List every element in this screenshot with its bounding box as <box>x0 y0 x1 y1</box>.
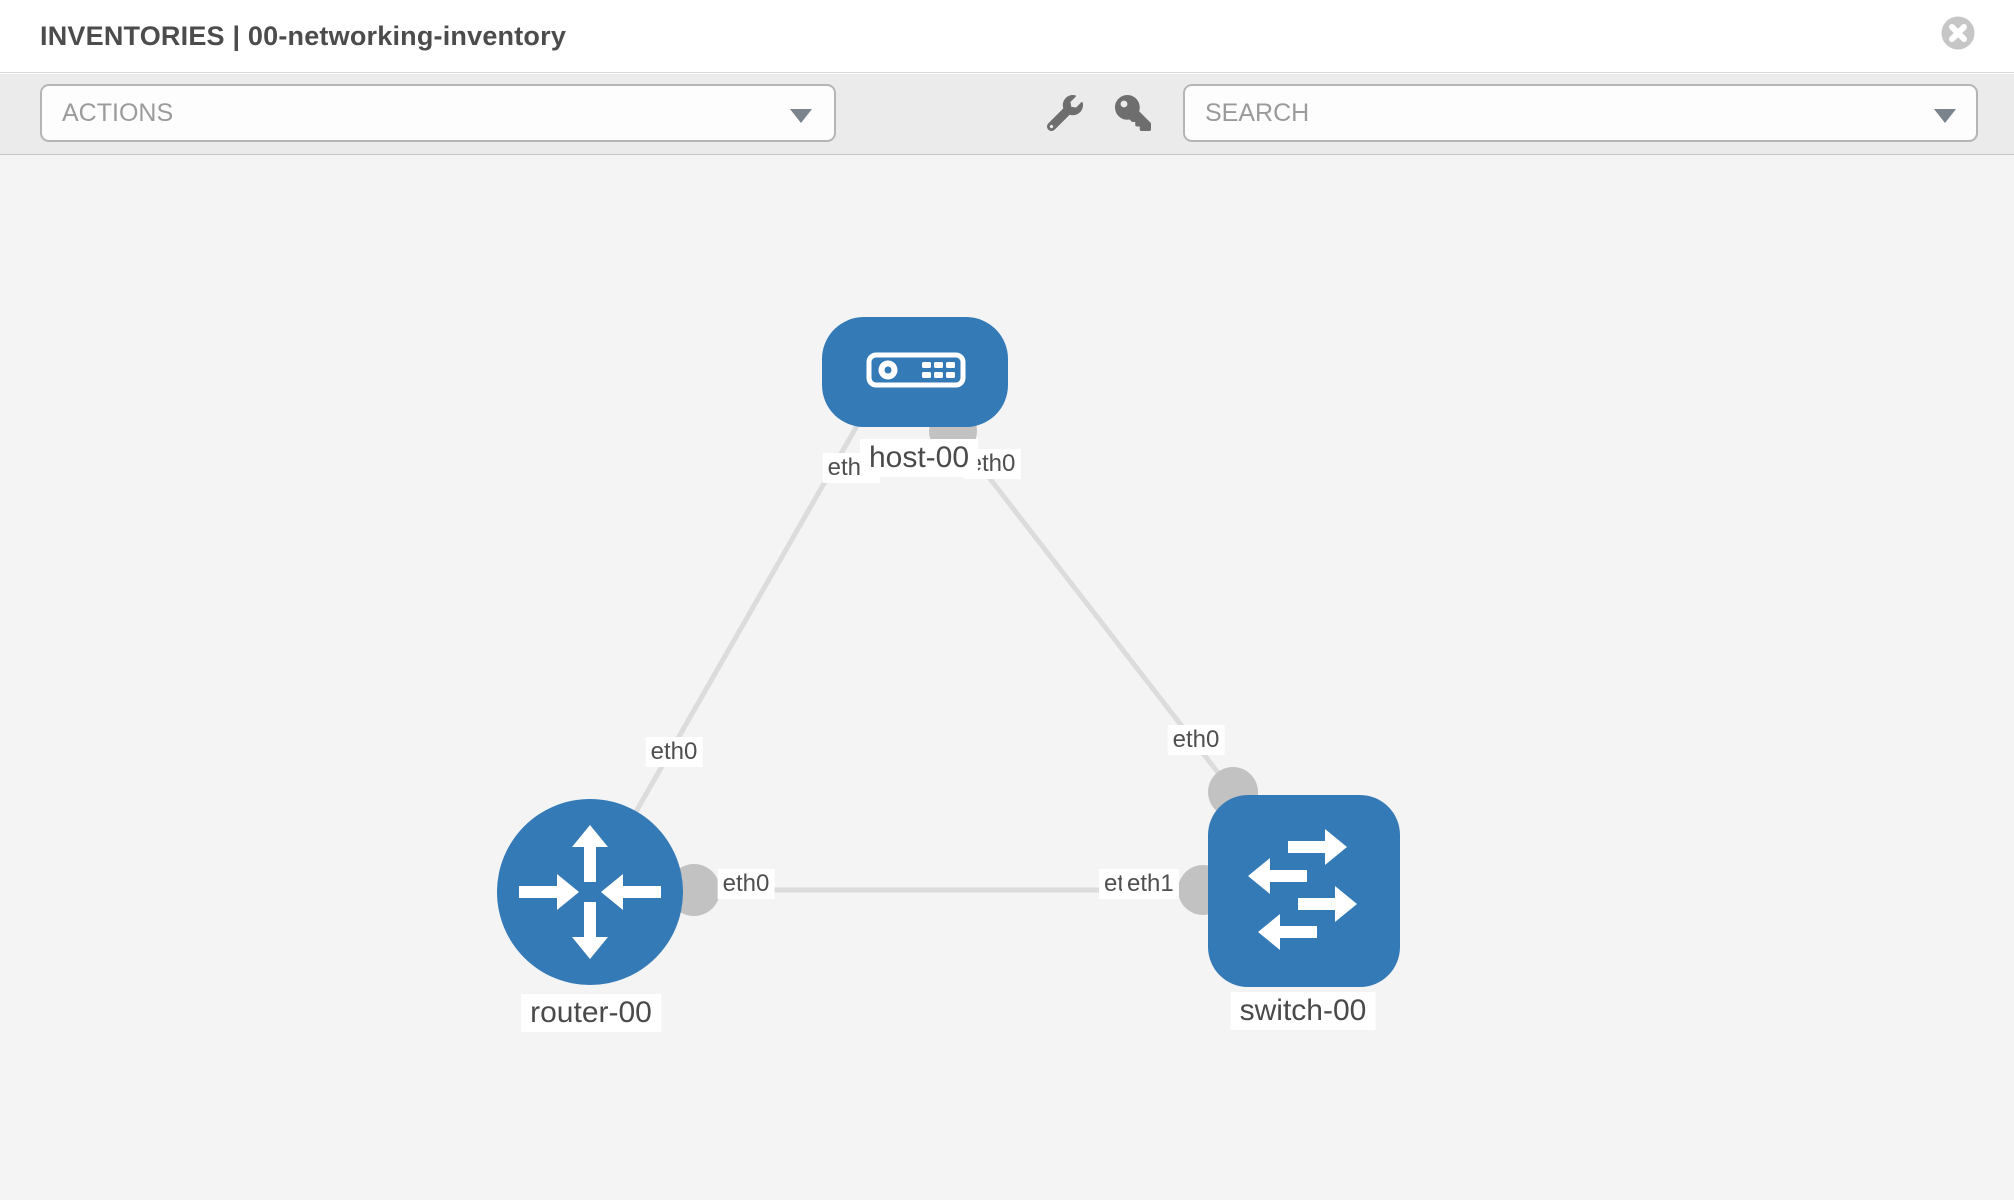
toolbar: ACTIONS SEARCH <box>0 74 2014 155</box>
router-icon <box>519 825 661 959</box>
iface-label: eth0 <box>1167 725 1225 755</box>
node-label-router: router-00 <box>521 994 661 1032</box>
host-icon <box>866 352 966 388</box>
node-switch-00[interactable] <box>1208 795 1400 987</box>
iface-label: eth0 <box>717 869 775 899</box>
page-title: INVENTORIES | 00-networking-inventory <box>40 21 567 51</box>
search-dropdown[interactable]: SEARCH <box>1183 84 1978 142</box>
header-bar: INVENTORIES | 00-networking-inventory <box>0 0 2014 73</box>
iface-label: eth0 <box>645 737 703 767</box>
actions-dropdown[interactable]: ACTIONS <box>40 84 836 142</box>
node-label-switch: switch-00 <box>1230 992 1376 1030</box>
topology-canvas[interactable]: host-00 router-00 switch-00 eth0 eth0 et… <box>0 155 2014 1200</box>
search-dropdown-label: SEARCH <box>1205 98 1310 127</box>
close-icon <box>1941 16 1975 50</box>
node-router-00[interactable] <box>497 799 683 985</box>
iface-label: eth1 <box>1122 869 1179 899</box>
chevron-down-icon <box>1934 109 1956 123</box>
node-host-00[interactable] <box>822 317 1008 427</box>
wrench-icon <box>1046 95 1083 132</box>
close-button[interactable] <box>1941 16 1975 50</box>
chevron-down-icon <box>790 109 812 123</box>
node-label-host: host-00 <box>859 439 979 477</box>
credentials-button[interactable] <box>1115 95 1151 131</box>
switch-icon <box>1248 829 1357 950</box>
key-icon <box>1115 95 1151 131</box>
actions-dropdown-label: ACTIONS <box>62 98 174 127</box>
configure-tools-button[interactable] <box>1046 95 1083 132</box>
